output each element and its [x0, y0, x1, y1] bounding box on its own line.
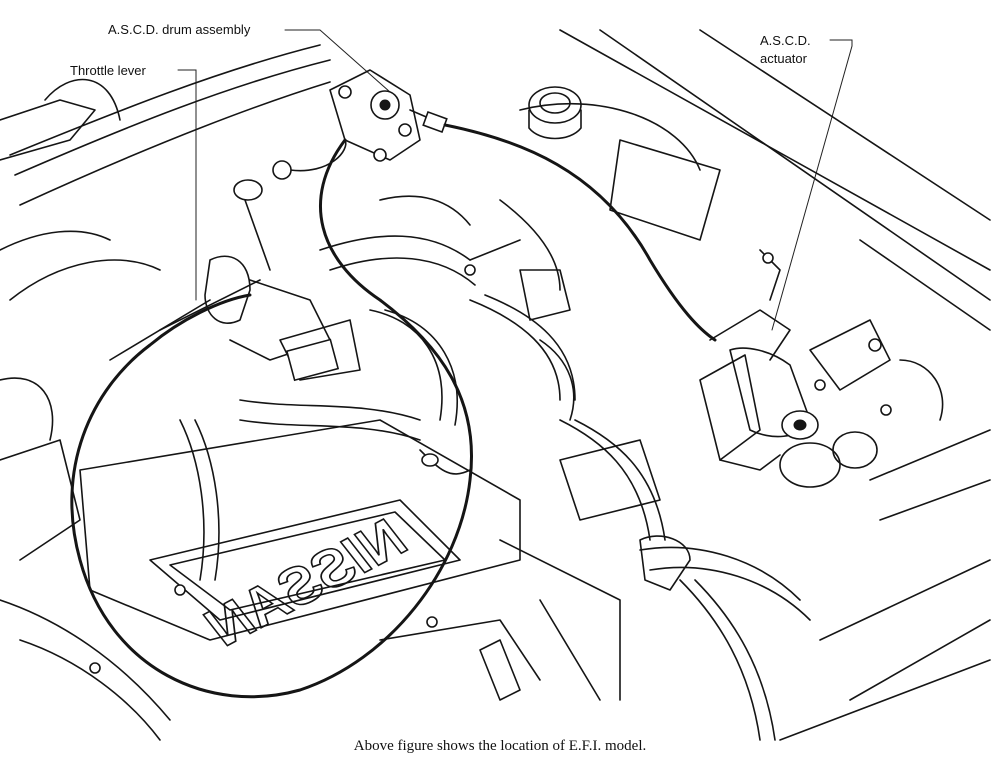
hoses [179, 195, 576, 581]
engine-cover: NISSAN [79, 419, 521, 674]
ascd-cable [70, 123, 717, 699]
callout-ascd-actuator-line2: actuator [760, 51, 807, 66]
engine-block-lower [0, 377, 621, 741]
callout-ascd-actuator: A.S.C.D. actuator [760, 32, 811, 68]
callout-ascd-actuator-line1: A.S.C.D. [760, 33, 811, 48]
ascd-drum-assembly [329, 69, 448, 162]
hood-edges [0, 44, 331, 301]
ascd-actuator [699, 249, 892, 488]
filler-cap [528, 86, 582, 140]
throttle-body [109, 179, 361, 382]
figure-caption: Above figure shows the location of E.F.I… [353, 738, 647, 754]
engine-cover-lettering: NISSAN [192, 508, 418, 657]
right-hoses [539, 339, 811, 741]
callout-ascd-drum-assembly: A.S.C.D. drum assembly [108, 22, 251, 37]
callout-leaders [177, 29, 853, 331]
fender-lines-right [519, 29, 991, 741]
callout-throttle-lever: Throttle lever [70, 63, 146, 78]
